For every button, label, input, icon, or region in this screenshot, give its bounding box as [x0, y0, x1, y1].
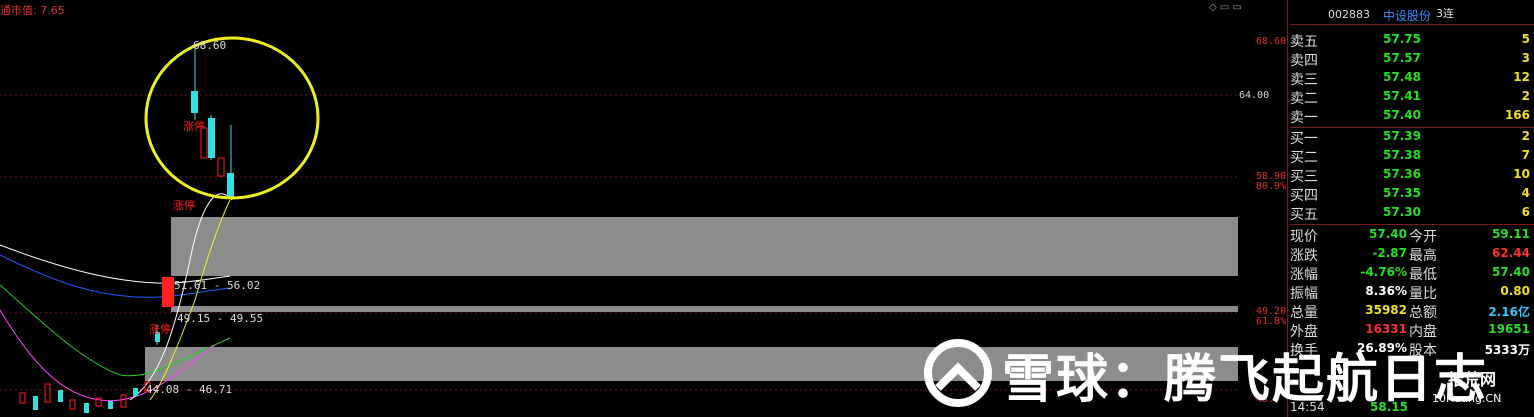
high-label: 68.60: [193, 39, 226, 52]
ma-magenta: [0, 309, 216, 402]
candle-down: [227, 173, 234, 197]
divider: [1290, 224, 1534, 225]
ma-white: [0, 244, 231, 284]
axis-divider: [1287, 0, 1288, 417]
zone-label: 51.61 - 56.02: [174, 279, 260, 292]
price-zone-1: [171, 217, 1238, 276]
limit-up-label: 涨停: [149, 322, 171, 336]
price-zone-3: [145, 347, 1238, 381]
axis-label: 68.60: [1256, 36, 1287, 47]
axis-label: 58.90: [1256, 171, 1287, 182]
candle-up: [200, 127, 208, 159]
stock-code: 002883: [1328, 8, 1370, 21]
axis-label: 43.: [1256, 394, 1275, 405]
zone-label: 44.08 - 46.71: [146, 383, 232, 396]
toolbar-icons[interactable]: ◇ ▭ ▭: [1209, 2, 1242, 13]
ma10: [149, 199, 231, 401]
axis-label: 80.9%: [1256, 181, 1287, 192]
stock-name[interactable]: 中设股份: [1383, 9, 1432, 23]
candles-small: [19, 325, 160, 413]
snowball-logo-icon: [924, 339, 992, 407]
axis-label: 49.20: [1256, 306, 1287, 317]
indicator-label: 通市值: 7.65: [0, 4, 65, 17]
divider: [1290, 127, 1534, 128]
candle-down: [208, 118, 215, 158]
ma-blue: [0, 254, 231, 298]
axis-label: 64.00: [1239, 90, 1270, 101]
candlestick-chart[interactable]: 68.60 涨停 涨停 涨停 51.61 - 56.02 49.15 - 49.…: [0, 0, 1238, 417]
tick-time: 14:54: [1290, 400, 1325, 414]
zone-label: 49.15 - 49.55: [177, 312, 263, 325]
streak-badge: 3连: [1436, 7, 1454, 20]
stock-header: 002883 中设股份 3连: [1290, 2, 1534, 25]
candle-down: [191, 91, 198, 113]
price-zone-2: [171, 306, 1238, 312]
candle-up: [217, 157, 225, 177]
limit-up-candle: [162, 277, 174, 307]
tick-price: 58.15: [1370, 400, 1408, 414]
ma-green: [0, 284, 231, 377]
highlight-circle: [144, 36, 320, 200]
limit-up-label: 涨停: [173, 198, 195, 212]
limit-up-label: 涨停: [183, 119, 205, 133]
axis-label: 61.8%: [1256, 316, 1287, 327]
site-watermark: 拾荒网: [1448, 370, 1497, 389]
watermark-text: 雪球：腾飞起航日志: [1002, 350, 1489, 410]
site-watermark: 10Huang.CN: [1432, 392, 1502, 405]
